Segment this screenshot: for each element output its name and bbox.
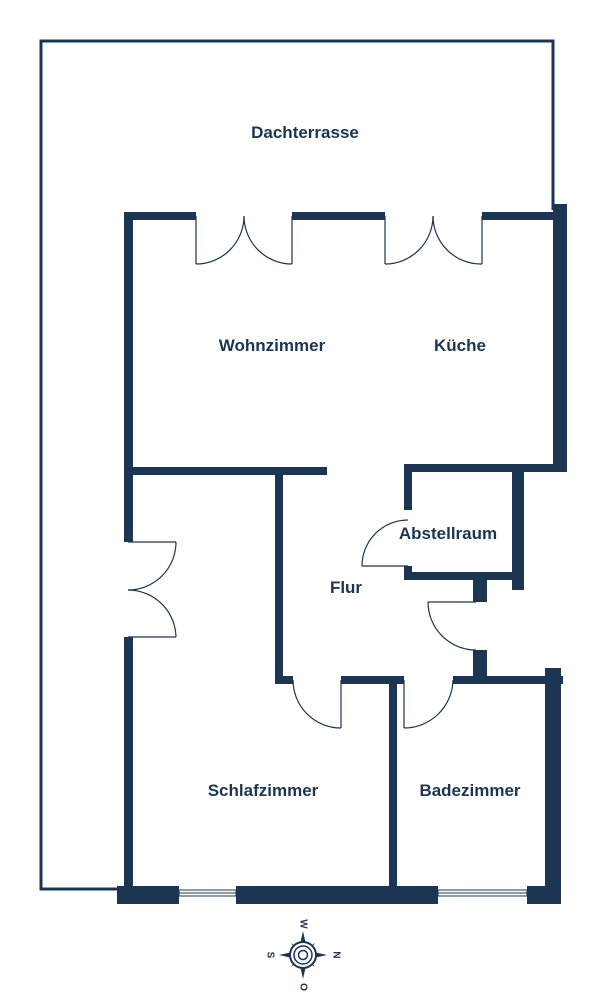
door-flur-right: [427, 601, 477, 651]
doors: [127, 215, 483, 729]
door-wohnzimmer-terrace: [195, 215, 293, 265]
compass-letter-w: W: [297, 919, 308, 929]
room-label-badezimmer: Badezimmer: [419, 781, 520, 800]
walls: [117, 204, 567, 904]
door-abstellraum: [361, 519, 409, 567]
room-labels: Dachterrasse Wohnzimmer Küche Abstellrau…: [208, 123, 521, 800]
compass-icon: W O S N: [264, 919, 341, 991]
door-schlafzimmer-terrace: [127, 541, 177, 638]
door-schlafzimmer: [292, 679, 342, 729]
door-badezimmer: [403, 679, 454, 729]
windows: [178, 889, 528, 897]
room-label-abstellraum: Abstellraum: [399, 524, 497, 543]
room-label-schlafzimmer: Schlafzimmer: [208, 781, 319, 800]
room-label-dachterrasse: Dachterrasse: [251, 123, 359, 142]
compass-letter-s: S: [264, 952, 275, 959]
compass-letter-o: O: [297, 983, 308, 991]
room-label-kueche: Küche: [434, 336, 486, 355]
terrace-outline: [39, 39, 555, 891]
door-kueche-terrace: [384, 215, 483, 265]
compass-letter-n: N: [330, 951, 341, 958]
room-label-wohnzimmer: Wohnzimmer: [219, 336, 326, 355]
room-label-flur: Flur: [330, 578, 362, 597]
